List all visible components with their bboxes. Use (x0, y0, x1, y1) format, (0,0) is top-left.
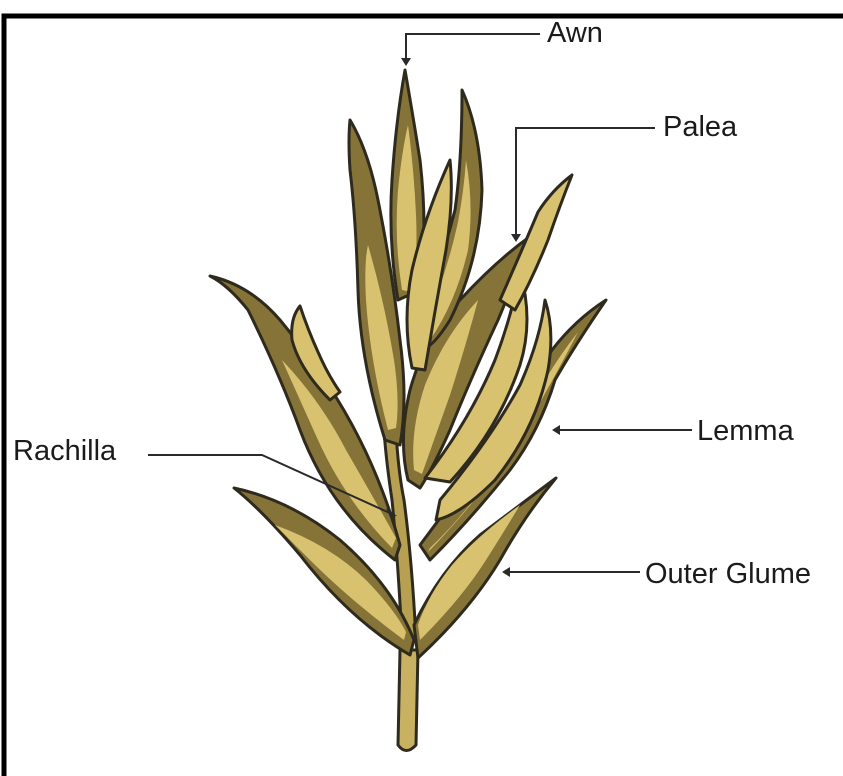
leader-awn (406, 34, 540, 62)
label-awn: Awn (547, 19, 603, 48)
arrowhead-palea (511, 234, 521, 242)
arrowhead-outer-glume (502, 567, 510, 577)
label-lemma: Lemma (697, 417, 794, 446)
label-rachilla: Rachilla (13, 437, 116, 466)
palea-tip (500, 175, 572, 310)
label-palea: Palea (663, 113, 737, 142)
arrowhead-awn (401, 58, 411, 66)
arrowhead-lemma (552, 425, 560, 435)
outer-glume-right (414, 478, 556, 658)
stem (398, 650, 418, 751)
label-outer-glume: Outer Glume (645, 560, 811, 589)
